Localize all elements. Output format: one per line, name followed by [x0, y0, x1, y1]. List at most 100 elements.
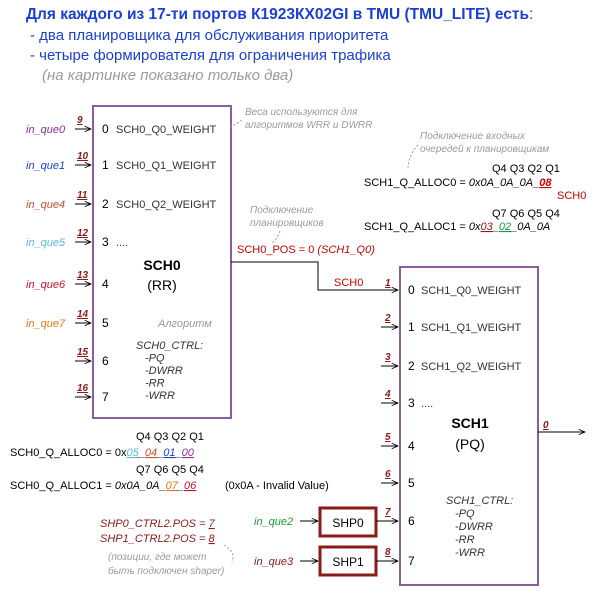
sch0-alloc0-c: 04	[145, 447, 157, 459]
shp1-ctrl-label: SHP1_CTRL2.POS =	[100, 533, 209, 545]
sch1-port-num: 3	[408, 396, 415, 410]
weights-note-1: Веса используются для	[245, 107, 358, 118]
sch1-alloc0-header: Q4 Q3 Q2 Q1	[492, 163, 560, 175]
sch0-port-num: 0	[102, 122, 109, 136]
sch1-port-num: 7	[408, 554, 415, 568]
sch0-port-num: 7	[102, 390, 109, 404]
sch0-alloc1-header: Q7 Q6 Q5 Q4	[136, 464, 204, 476]
sch1-input-num: 6	[385, 469, 391, 480]
sch0-port-weight: SCH0_Q2_WEIGHT	[116, 199, 217, 211]
sch0-input-queue: in_que6	[26, 279, 66, 291]
sched-conn-note-1: Подключение	[250, 205, 314, 216]
sch1-alloc1-label: SCH1_Q_ALLOC1 =	[364, 221, 469, 233]
sch0-port-num: 4	[102, 277, 109, 291]
sch0-ctrl-item: -PQ	[145, 353, 165, 365]
sch1-mode: (PQ)	[455, 436, 485, 452]
sch1-ctrl-item: -WRR	[455, 547, 485, 559]
shaper-pos-note-2: быть подключен shaper)	[108, 565, 224, 577]
sch0-port-weight: ....	[116, 237, 128, 249]
sch0-name: SCH0	[143, 257, 181, 273]
invalid-note: (0x0A - Invalid Value)	[225, 480, 329, 492]
sch1-name: SCH1	[451, 415, 489, 431]
sch0-port-num: 2	[102, 197, 109, 211]
header-line-2: - четыре формирователя для ограничения т…	[30, 47, 391, 64]
sch0-ctrl-note: Алгоритм	[157, 318, 212, 330]
input-conn-leader	[407, 144, 419, 171]
sch0-alloc0: SCH0_Q_ALLOC0 = 0x05_04_01_00	[10, 447, 195, 459]
sch1-box	[399, 266, 539, 586]
sch1-alloc1-header: Q7 Q6 Q5 Q4	[492, 208, 560, 220]
sch1-port-num: 0	[408, 283, 415, 297]
sch0-ctrl-item: SCH0_CTRL:	[136, 340, 203, 352]
sch0-port-weight: SCH0_Q1_WEIGHT	[116, 160, 217, 172]
sch1-alloc1-d: 02	[499, 221, 511, 233]
sch0-pos-note: (SCH1_Q0)	[317, 244, 375, 256]
shp0-label: SHP0	[332, 516, 364, 530]
sch0-input-num: 15	[77, 347, 89, 358]
sched-conn-leader	[271, 230, 281, 244]
shp1-ctrl: SHP1_CTRL2.POS = 8	[100, 533, 216, 545]
sch0-input-queue: in_que4	[26, 199, 65, 211]
shp0-input-label: in_que2	[254, 516, 293, 528]
header-title-colon: :	[529, 6, 534, 23]
sch1-alloc0: SCH1_Q_ALLOC0 = 0x0A_0A_0A_08	[364, 177, 552, 189]
weights-note-2: алгоритмов WRR и DWRR	[245, 120, 372, 131]
sch0-alloc0-label: SCH0_Q_ALLOC0 = 0x	[10, 447, 127, 459]
sch0-input-num: 10	[77, 151, 89, 162]
sch0-out-label: SCH0	[334, 277, 363, 289]
sch1-port0-num: 1	[385, 278, 391, 289]
sch0-ctrl-item: -WRR	[145, 390, 175, 402]
sch1-alloc0-label: SCH1_Q_ALLOC0 =	[364, 177, 469, 189]
sch1-input-num: 5	[385, 432, 391, 443]
sch1-ctrl-item: -PQ	[455, 508, 475, 520]
sch1-port-num: 2	[408, 359, 415, 373]
sch1-port-weight: SCH1_Q0_WEIGHT	[421, 285, 522, 297]
sch0-ctrl-list: SCH0_CTRL:-PQ-DWRR-RR-WRR	[136, 340, 203, 402]
sch0-to-sch1-wire	[231, 261, 398, 290]
sch1-port-num: 4	[408, 439, 415, 453]
shp1-input-label: in_que3	[254, 556, 294, 568]
shp1-ctrl-val: 8	[209, 533, 216, 545]
sch1-alloc1-a: 0x	[469, 221, 481, 233]
sch1-input-num: 4	[384, 389, 391, 400]
sch1-port-weight: SCH1_Q2_WEIGHT	[421, 361, 522, 373]
sch1-ctrl-item: -DWRR	[455, 521, 493, 533]
header-title-bold: Для каждого из 17-ти портов К1923КХ02GI …	[26, 6, 530, 23]
sch0-port-num: 5	[102, 316, 109, 330]
input-conn-note-2: очередей к планировщикам	[420, 144, 549, 155]
sch1-alloc1-b: 03	[481, 221, 494, 233]
sched-conn-note-2: планировщиков	[250, 218, 324, 229]
sch1-alloc1-e: _0A_0A	[510, 221, 550, 233]
shaper-pos-note-1: (позиции, где может	[108, 552, 206, 563]
sch0-input-queue: in_que0	[26, 124, 66, 136]
shp0-ctrl-val: 7	[209, 518, 216, 530]
sch0-alloc1-label: SCH0_Q_ALLOC1 =	[10, 480, 115, 492]
sch0-mode: (RR)	[147, 277, 177, 293]
sch0-input-num: 12	[77, 228, 89, 239]
sch1-port-num: 6	[408, 514, 415, 528]
sch1-ctrl-item: SCH1_CTRL:	[446, 495, 513, 507]
shp0-box	[318, 506, 378, 538]
header-line-1: - два планировщика для обслуживания прио…	[30, 27, 389, 44]
sch1-alloc1: SCH1_Q_ALLOC1 = 0x03_02_0A_0A	[364, 221, 550, 233]
sch1-input-num: 8	[385, 547, 391, 558]
sch1-alloc0-val: 0x0A_0A_0A_	[469, 177, 539, 189]
sch0-port-num: 6	[102, 354, 109, 368]
sch1-input-num: 2	[384, 313, 391, 324]
sch1-input-num: 7	[385, 507, 391, 518]
sch1-port-num: 5	[408, 476, 415, 490]
shp0-ctrl-label: SHP0_CTRL2.POS =	[100, 518, 209, 530]
header-line-3: (на картинке показано только два)	[42, 67, 294, 84]
sch0-input-queue: in_que5	[26, 237, 66, 249]
sch0-input-num: 9	[77, 115, 83, 126]
sch0-port-num: 1	[102, 158, 109, 172]
shp0-ctrl: SHP0_CTRL2.POS = 7	[100, 518, 216, 530]
weights-note-leader	[229, 119, 243, 128]
sch1-port-weight: ....	[421, 398, 433, 410]
sch0-alloc1-b: 07	[166, 480, 179, 492]
sch0-alloc1-a: 0x0A_0A_	[115, 480, 166, 492]
sch0-alloc1-c: _	[177, 480, 184, 492]
sch0-alloc1-d: 06	[184, 480, 197, 492]
